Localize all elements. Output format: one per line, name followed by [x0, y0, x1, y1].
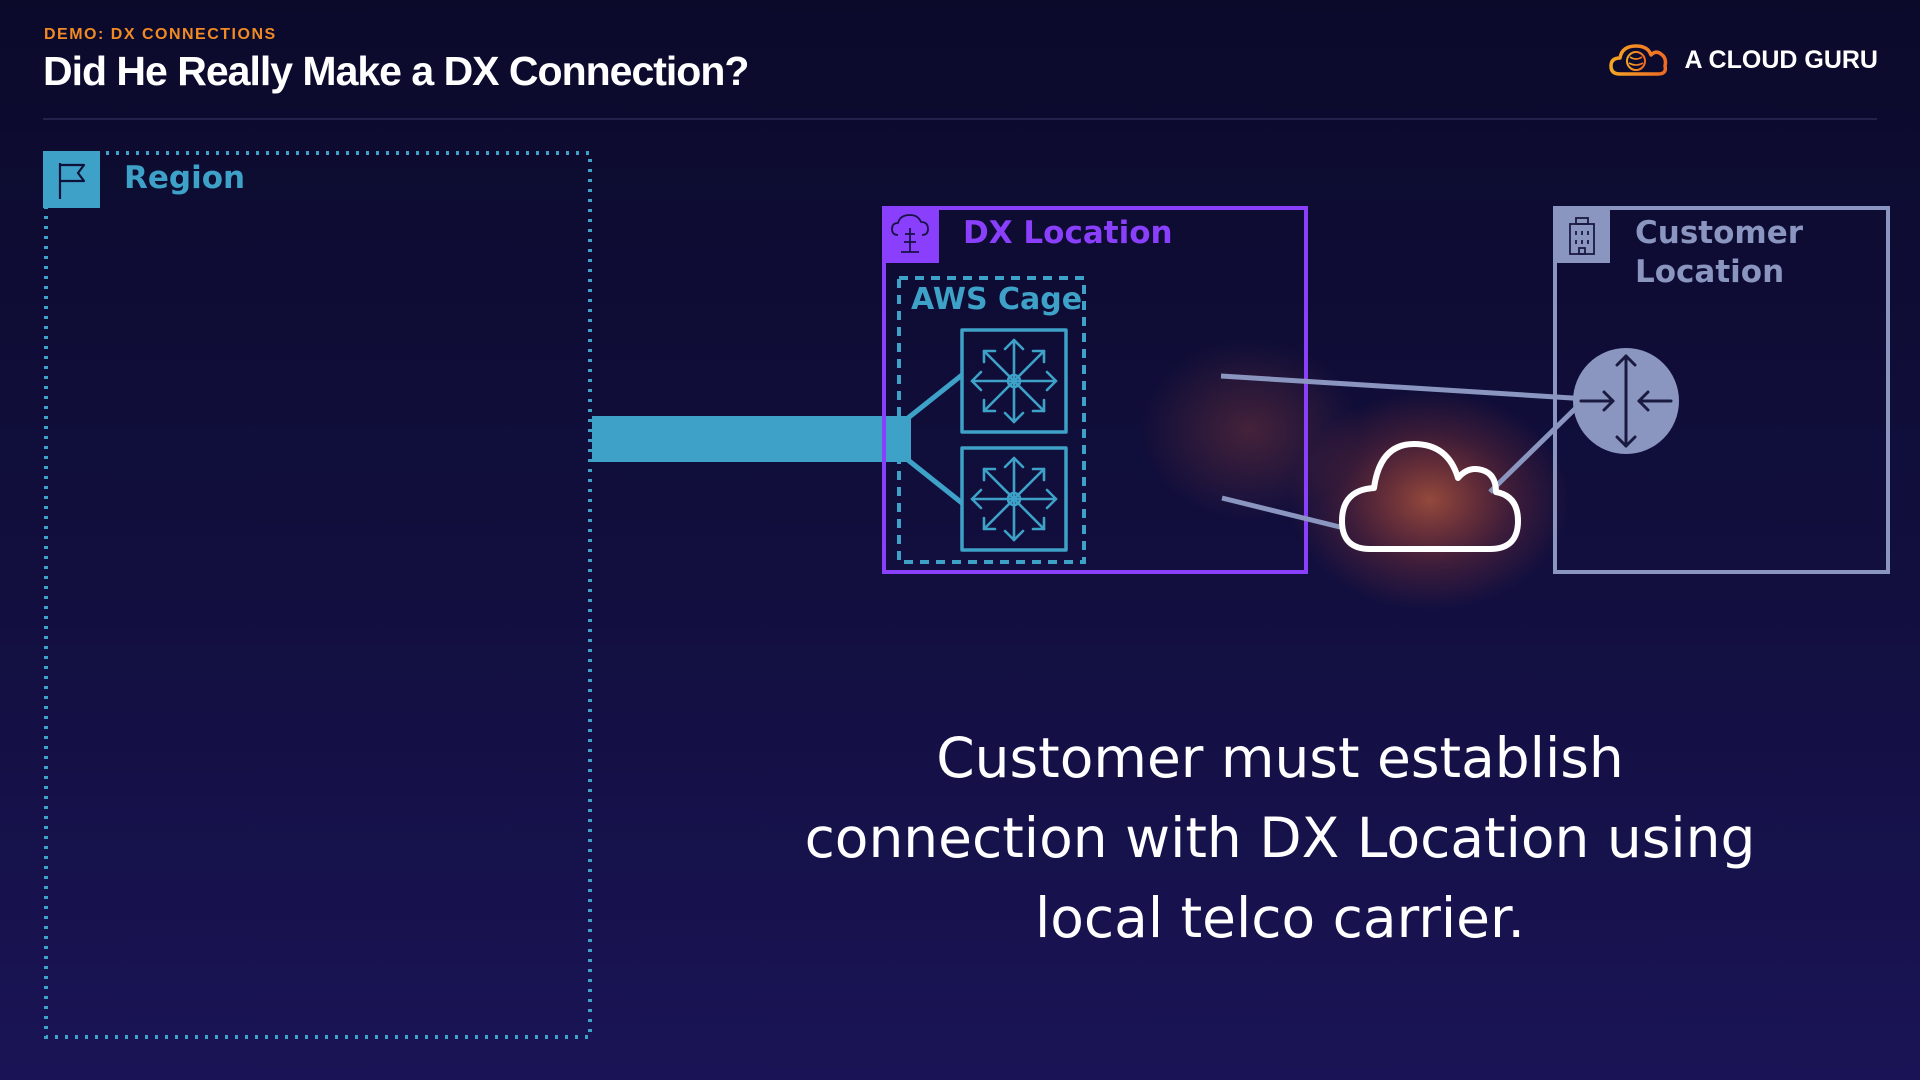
brand-name: A CLOUD GURU [1684, 45, 1878, 74]
message-line-3: local telco carrier. [1034, 886, 1526, 950]
region-label: Region [124, 160, 246, 196]
carrier-cloud-glow [1290, 390, 1570, 610]
slide-message: Customer must establish connection with … [760, 718, 1800, 958]
building-icon [1569, 217, 1595, 255]
region-boundary [44, 151, 592, 1039]
aws-cage-label: AWS Cage [911, 282, 1083, 317]
aws-cage-boundary [897, 276, 1086, 564]
dx-location-boundary [882, 206, 1308, 574]
customer-location-label-line2: Location [1635, 254, 1785, 290]
customer-location-label-line1: Customer [1635, 215, 1804, 251]
message-line-1: Customer must establish [936, 726, 1624, 790]
brand-logo: A CLOUD GURU [1608, 40, 1878, 80]
flag-icon [58, 163, 86, 199]
dx-location-icon [891, 214, 929, 253]
cloud-icon [1339, 441, 1521, 552]
dx-location-label: DX Location [963, 215, 1173, 251]
carrier-line-left [1221, 495, 1345, 531]
customer-router-icon [1579, 354, 1673, 448]
section-eyebrow: DEMO: DX CONNECTIONS [44, 26, 277, 43]
customer-location-boundary [1553, 206, 1890, 574]
cloud-guru-logo-icon [1609, 44, 1668, 76]
carrier-line-right [1488, 402, 1582, 494]
direct-connect-link [592, 416, 911, 462]
cage-link-upper [906, 373, 964, 420]
region-icon-tile [43, 151, 100, 208]
cage-link-lower [906, 458, 964, 505]
aws-router-icon [960, 446, 1068, 552]
aws-router-icon [960, 328, 1068, 434]
message-line-2: connection with DX Location using [804, 806, 1756, 870]
header-divider [43, 118, 1877, 120]
cross-connect-line [1220, 373, 1589, 402]
slide-title: Did He Really Make a DX Connection? [43, 48, 749, 94]
